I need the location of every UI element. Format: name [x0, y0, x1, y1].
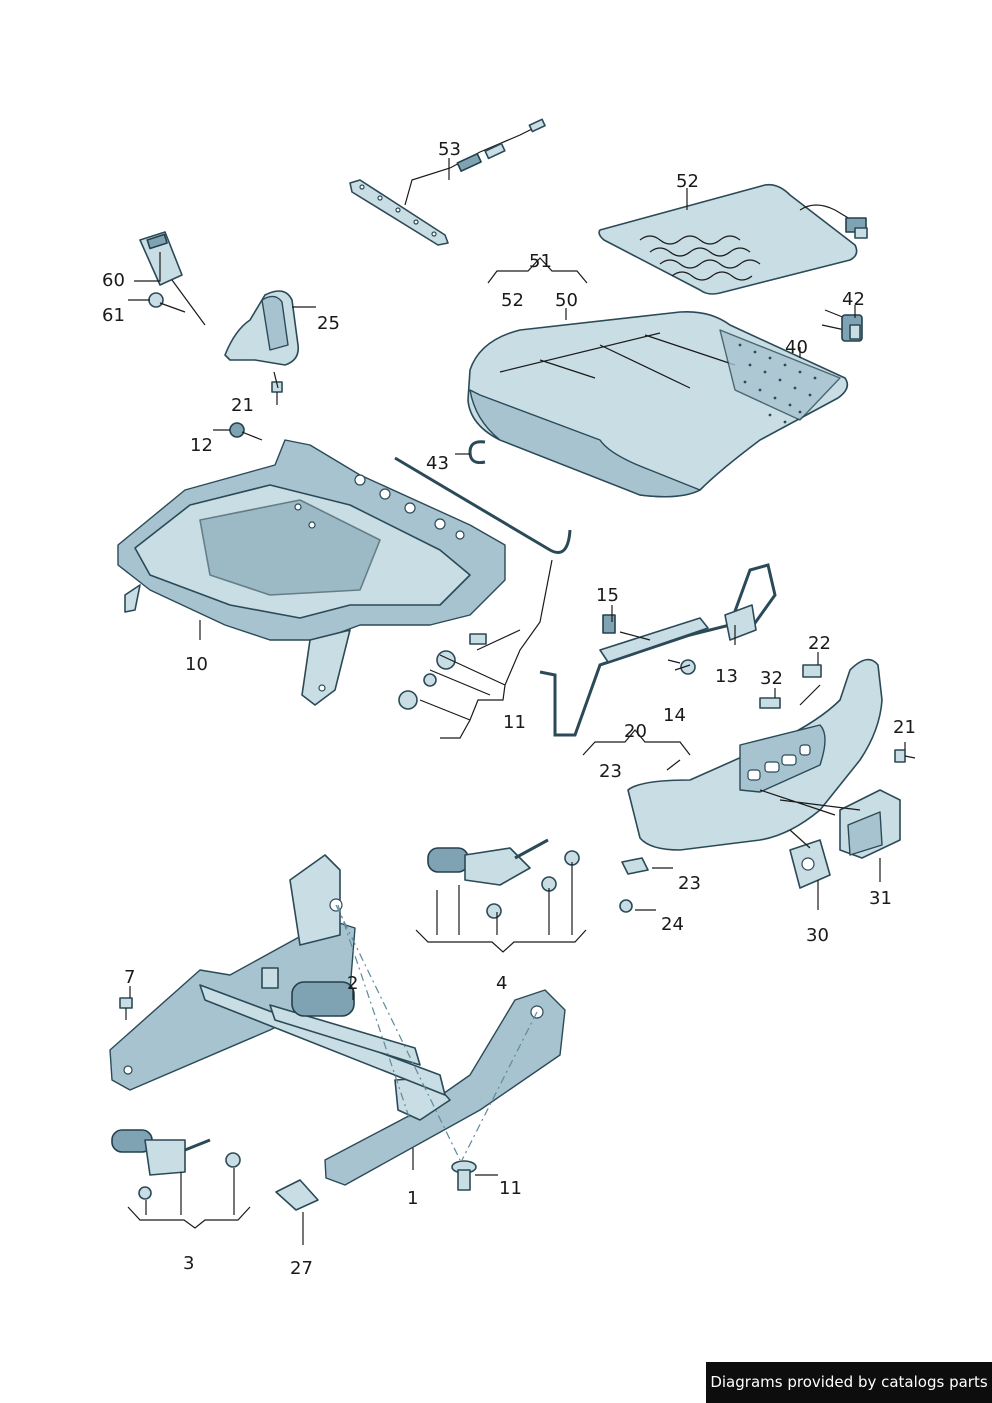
part-52-heating-mat: [598, 183, 868, 295]
callout-52: 52: [501, 290, 524, 311]
callout-60: 60: [102, 270, 125, 291]
callout-4: 4: [496, 973, 507, 994]
callout-20: 20: [624, 721, 647, 742]
part-31-switch: [839, 789, 901, 859]
callout-51: 51: [529, 251, 552, 272]
callout-50: 50: [555, 290, 578, 311]
part-14-screw: [667, 659, 696, 675]
callout-53: 53: [438, 139, 461, 160]
part-15-clip: [602, 614, 616, 634]
part-61-bolt: [148, 292, 186, 313]
leader-lines: [127, 158, 906, 1245]
callout-40: 40: [785, 337, 808, 358]
footer-credit: Diagrams provided by catalogs parts: [706, 1362, 992, 1403]
part-43-clip: [468, 440, 486, 464]
callout-10: 10: [185, 654, 208, 675]
callout-21-right: 21: [893, 717, 916, 738]
callout-1: 1: [407, 1188, 418, 1209]
part-4-motor-assembly: [427, 838, 580, 919]
part-11b-bolt: [451, 1160, 477, 1191]
part-24-screw: [619, 899, 633, 913]
part-12-bolt: [229, 422, 263, 441]
callout-15: 15: [596, 585, 619, 606]
callout-14: 14: [663, 705, 686, 726]
callout-23-bottom: 23: [678, 873, 701, 894]
rod: [394, 456, 572, 554]
callout-52-mat: 52: [676, 171, 699, 192]
callout-11-bottom: 11: [499, 1178, 522, 1199]
part-7-screw: [119, 997, 133, 1020]
callout-31: 31: [869, 888, 892, 909]
callout-11-top: 11: [503, 712, 526, 733]
callout-42: 42: [842, 289, 865, 310]
part-10-seat-frame: [117, 439, 506, 706]
callout-61: 61: [102, 305, 125, 326]
part-3-motor: [111, 1129, 241, 1200]
part-25-cover: [224, 290, 300, 366]
part-60-belt-buckle: [139, 231, 206, 326]
callout-2: 2: [347, 973, 358, 994]
part-50-seat-cushion: [467, 310, 849, 498]
callout-23-top: 23: [599, 761, 622, 782]
callout-21-top: 21: [231, 395, 254, 416]
callout-27: 27: [290, 1258, 313, 1279]
part-11a-fasteners: [398, 633, 487, 710]
part-42-connector: [821, 309, 863, 342]
callout-3: 3: [183, 1253, 194, 1274]
callout-30: 30: [806, 925, 829, 946]
callout-22: 22: [808, 633, 831, 654]
part-23-side-trim: [627, 658, 883, 851]
callout-12: 12: [190, 435, 213, 456]
callout-32: 32: [760, 668, 783, 689]
part-23b-clip: [621, 857, 649, 875]
callout-24: 24: [661, 914, 684, 935]
part-32-cap: [759, 697, 781, 709]
callout-43: 43: [426, 453, 449, 474]
part-53-harness: [349, 118, 546, 246]
callout-labels: 53 52 51 52 50 60 61 25 21 42 40 12 43 1…: [102, 139, 916, 1279]
part-13-wire-frame: [539, 563, 777, 737]
part-30-switch: [789, 839, 831, 889]
callout-7: 7: [124, 967, 135, 988]
part-1-seat-base: [109, 854, 566, 1186]
callout-13: 13: [715, 666, 738, 687]
part-22-clip: [802, 664, 822, 678]
callout-25: 25: [317, 313, 340, 334]
part-27-bracket: [275, 1179, 319, 1211]
part-21b-screw: [894, 749, 916, 763]
